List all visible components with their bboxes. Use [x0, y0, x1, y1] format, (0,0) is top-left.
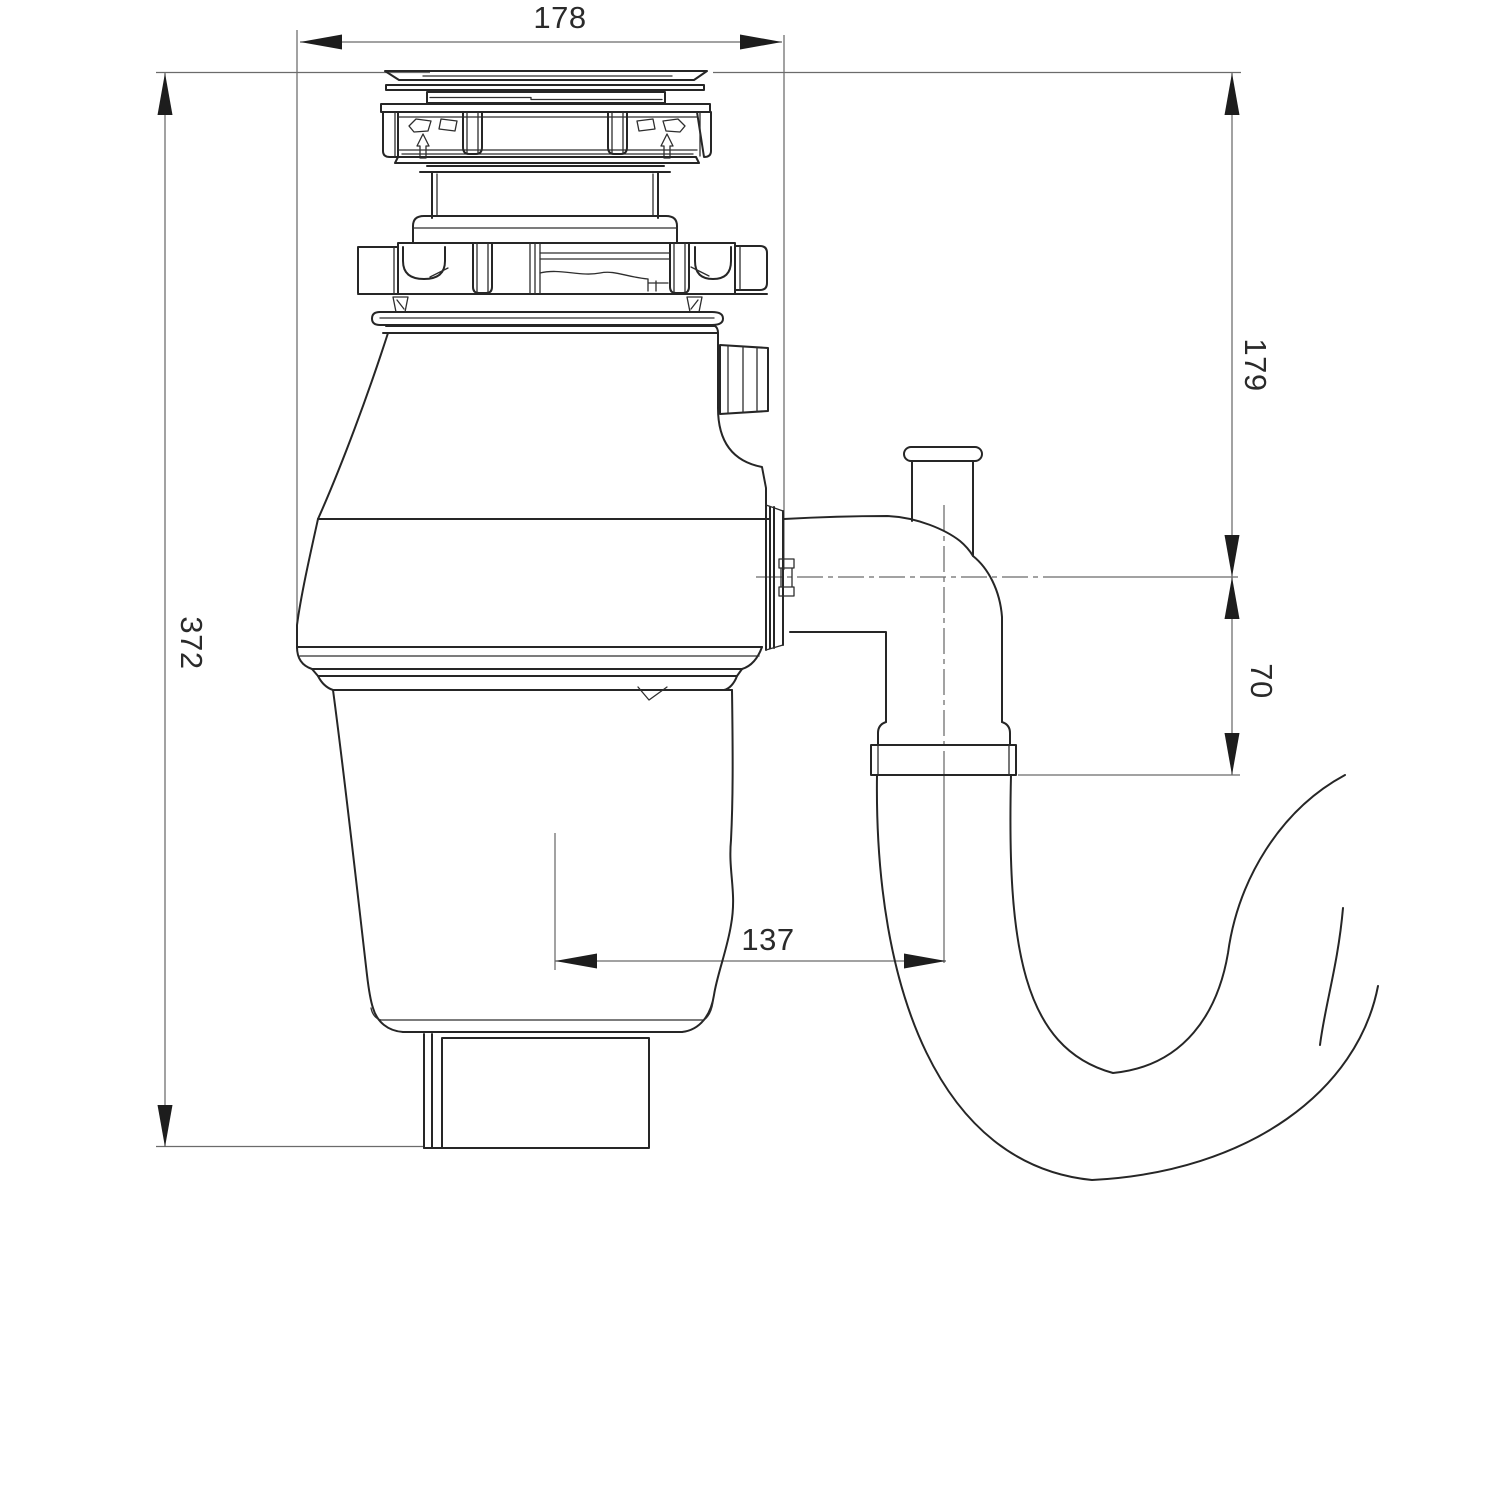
centerlines: [756, 505, 1060, 760]
trap-outer-wall: [875, 774, 1379, 1181]
left-clip: [408, 118, 432, 133]
disposal-upper-housing: [317, 311, 771, 520]
trap-inner-wall: [1009, 774, 1346, 1074]
sink-flange-assembly: [380, 70, 711, 113]
dimension-outlet-center-to-trap-nut: 70: [1018, 576, 1279, 776]
slip-nut: [870, 721, 1017, 776]
right-clip: [662, 118, 686, 133]
lower-mounting-collar: [357, 215, 768, 313]
mounting-bolt: [778, 558, 795, 597]
dimension-center-to-trap-offset: 137: [554, 760, 946, 970]
notch-mark: [637, 686, 668, 701]
dimension-top-width: 178: [296, 0, 785, 648]
dimension-overall-height: 372: [156, 71, 430, 1148]
dim-label-372: 372: [174, 616, 209, 669]
mounting-ring: [382, 111, 712, 173]
trap-mouth-edge: [1319, 907, 1344, 1046]
dim-label-137: 137: [741, 922, 794, 957]
gasket-foot-left: [392, 296, 409, 313]
dishwasher-inlet-barb: [719, 344, 769, 415]
bottom-outlet: [423, 1033, 650, 1149]
collar-side-block: [734, 245, 768, 291]
trap-inlet-pipe: [903, 446, 983, 557]
dim-label-179: 179: [1238, 338, 1273, 391]
dim-label-70: 70: [1244, 663, 1279, 698]
grind-chamber: [317, 675, 738, 1033]
wire-detail: [539, 270, 649, 280]
dimension-flange-to-outlet-center: 179: [713, 71, 1273, 577]
gasket-foot-right: [686, 296, 703, 313]
dim-label-178: 178: [533, 0, 586, 35]
mid-band: [296, 518, 771, 677]
p-trap-bend: [875, 774, 1379, 1181]
discharge-elbow: [783, 515, 1003, 723]
neck: [431, 171, 659, 219]
